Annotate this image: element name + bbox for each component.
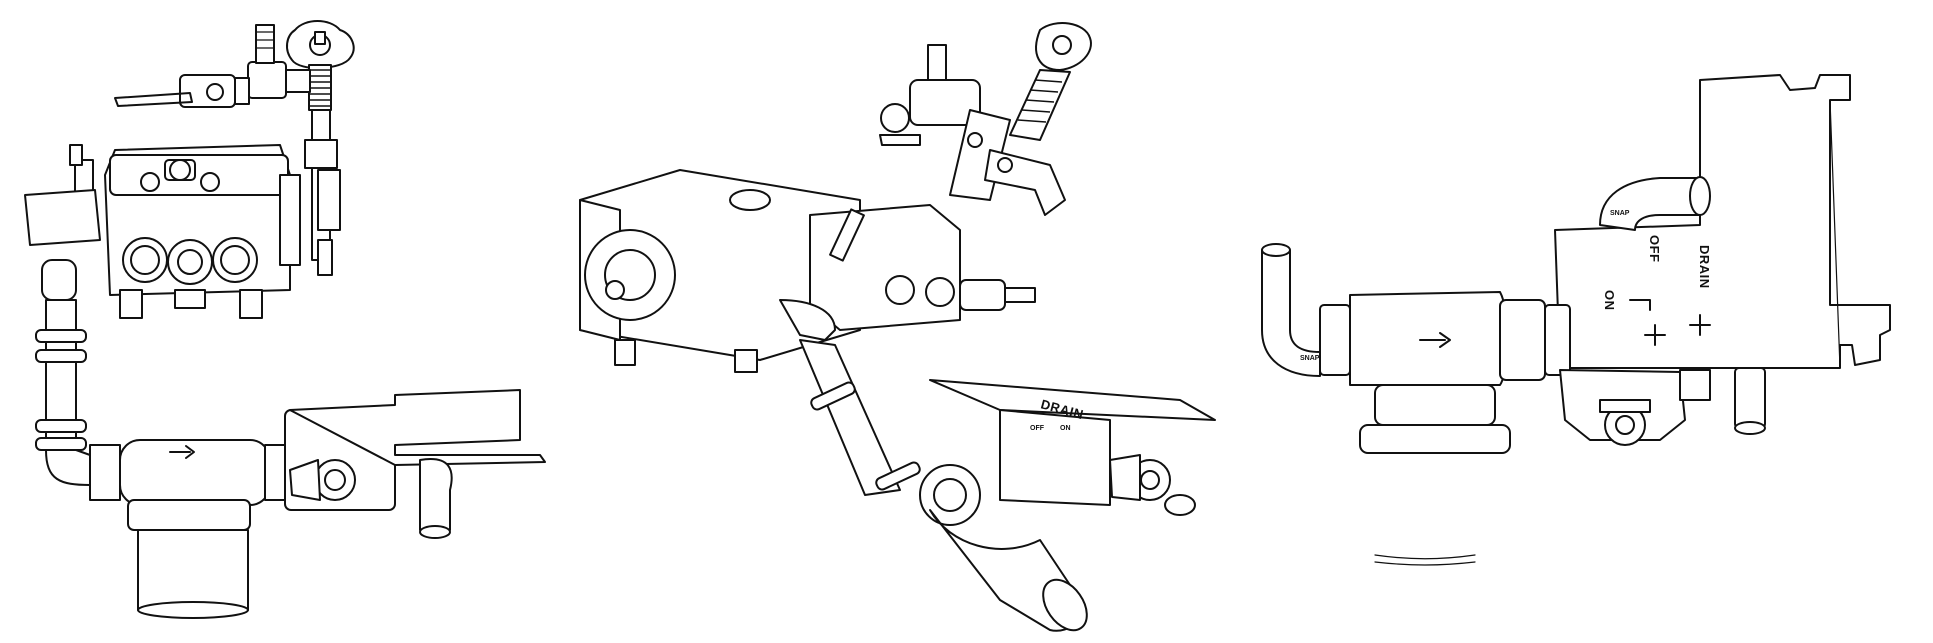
flow-arrow-icon: [169, 445, 195, 459]
on-label-middle: ON: [1060, 425, 1071, 432]
left-view: [24, 20, 546, 619]
flow-arrow-icon: [1419, 332, 1451, 348]
drain-label-right: DRAIN: [1697, 245, 1712, 289]
wheel-knob-icon: [1035, 22, 1092, 71]
valve-handle-icon: [1109, 454, 1141, 501]
right-view: DRAIN OFF ON SNAP SNAP: [1261, 74, 1891, 566]
off-label-right: OFF: [1647, 235, 1662, 263]
snap-label-left: SNAP: [1300, 355, 1320, 362]
pump-body: [24, 144, 301, 319]
wheel-knob-icon: [286, 20, 355, 70]
pump-body: [579, 169, 1036, 373]
valve-handle-icon: [289, 459, 321, 501]
on-label-right: ON: [1602, 290, 1617, 311]
valve-handle-icon: [1599, 399, 1651, 413]
middle-view: DRAIN OFF ON: [579, 22, 1216, 632]
off-label-middle: OFF: [1030, 425, 1045, 432]
snap-label-top: SNAP: [1610, 210, 1630, 217]
